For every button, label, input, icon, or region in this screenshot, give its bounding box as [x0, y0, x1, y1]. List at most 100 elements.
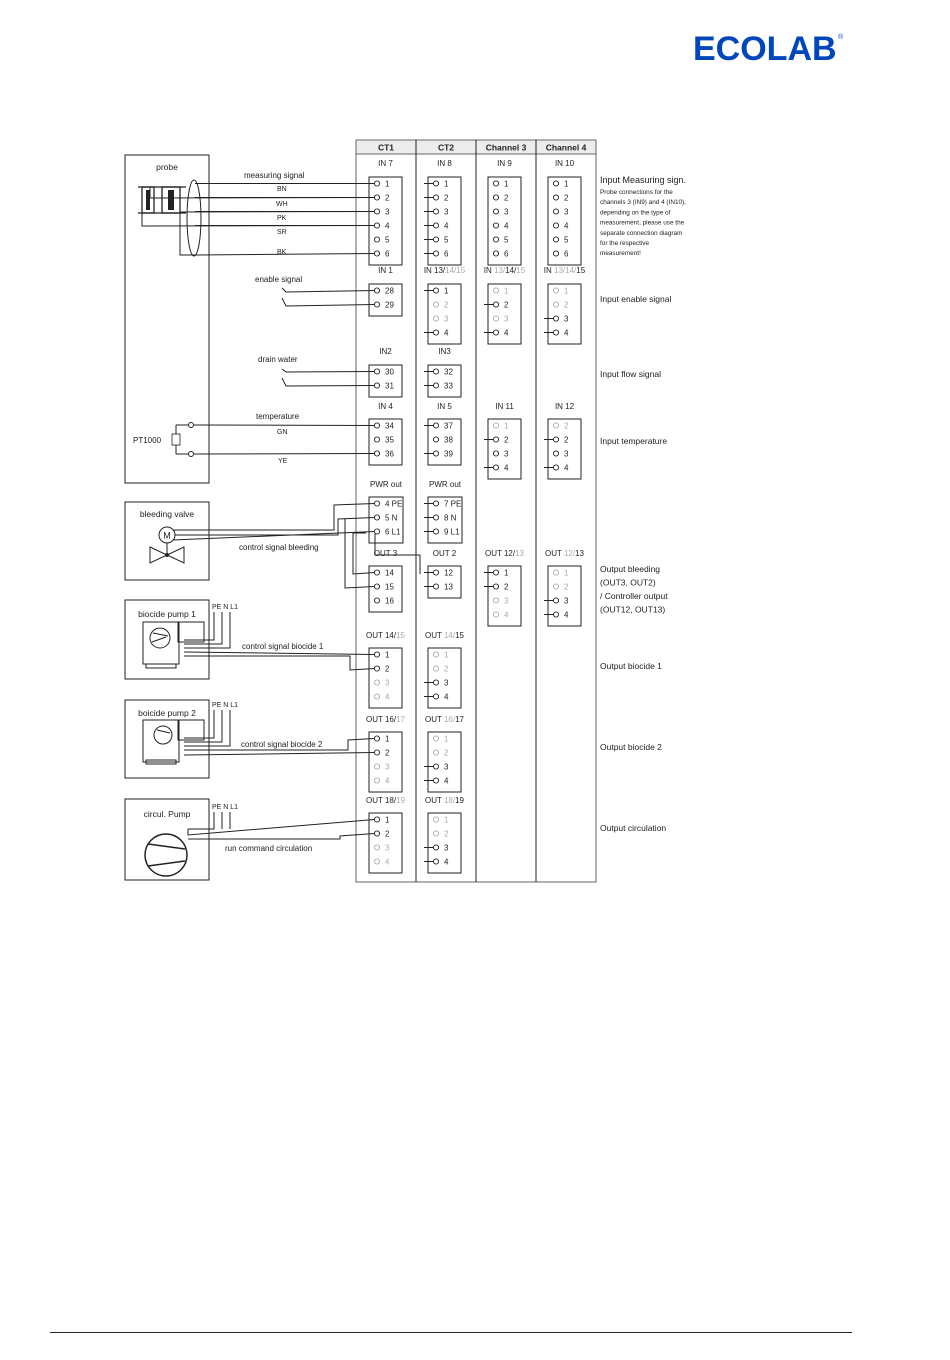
control-signal-bleeding-label: control signal bleeding: [239, 543, 319, 552]
input-measuring-note: Probe connections for the: [600, 189, 673, 196]
terminal-box: [547, 176, 582, 266]
pin-label: 4: [564, 464, 569, 473]
pin-circle: [373, 830, 381, 837]
pin-circle: [552, 422, 560, 429]
pin-label: 4: [385, 222, 390, 231]
block-title-part: PWR out: [429, 480, 462, 489]
block-title-part: 19: [455, 796, 464, 805]
pin-label: 4: [444, 693, 449, 702]
output-bleeding-label: Output bleeding: [600, 564, 660, 574]
input-measuring-note: measurement, please use the: [600, 220, 685, 227]
pin-label: 35: [385, 436, 394, 445]
column-header-2: CT2: [438, 143, 454, 153]
output-biocide-1-label: Output biocide 1: [600, 661, 662, 671]
wh-label: WH: [276, 201, 288, 208]
pin-circle: [552, 583, 560, 590]
block-title-part: 15: [576, 266, 585, 275]
pin-circle: [373, 665, 381, 672]
input-measuring-note: depending on the type of: [600, 209, 671, 216]
pin-label: 2: [564, 436, 569, 445]
pin-circle: [432, 693, 440, 700]
pe-n-l1-label: PE N L1: [212, 804, 238, 811]
pin-circle: [432, 329, 440, 336]
block-title: IN 12: [555, 402, 575, 411]
block-title-part: IN3: [438, 347, 451, 356]
pin-label: 2: [564, 583, 569, 592]
pin-label: 5: [564, 236, 569, 245]
terminal-box: [368, 812, 403, 874]
terminal-box: [427, 283, 462, 345]
pin-label: 3: [444, 844, 449, 853]
terminal-box: [427, 364, 462, 398]
pump-base: [145, 759, 177, 765]
block-title: OUT 2: [433, 549, 457, 558]
block-title: IN3: [438, 347, 451, 356]
terminal-box: [547, 565, 582, 627]
valve-icon: [149, 546, 169, 564]
output-bleeding-label: (OUT12, OUT13): [600, 605, 665, 615]
pump-icon: [142, 719, 180, 765]
pin-label: 4: [504, 611, 509, 620]
input-measuring-note: for the respective: [600, 240, 649, 247]
enable-wire: [281, 287, 375, 293]
pin-label: 2: [444, 830, 449, 839]
pin-circle: [373, 450, 381, 457]
enable-signal-label: enable signal: [255, 275, 302, 284]
pin-circle: [432, 777, 440, 784]
pin-label: 1: [444, 816, 449, 825]
pin-circle: [492, 597, 500, 604]
pump-junction-box: [177, 719, 205, 741]
pin-circle: [492, 569, 500, 576]
pump-base: [145, 663, 177, 669]
pin-label: 2: [385, 749, 390, 758]
bleeding-power-wire: [173, 503, 375, 531]
block-title-part: 14/: [444, 631, 456, 640]
block-title-part: OUT 3: [374, 549, 398, 558]
pump-head: [153, 725, 173, 745]
block-title-part: PWR out: [370, 480, 403, 489]
pin-label: 4: [564, 329, 569, 338]
pin-label: 16: [385, 597, 394, 606]
pin-label: 14: [385, 569, 394, 578]
biocide-pump-2-label: boicide pump 2: [138, 708, 196, 718]
block-title: IN 13/14/15: [484, 266, 526, 275]
circ-power-wire: [188, 812, 215, 830]
terminal-box: [427, 812, 462, 874]
pt1000-terminal: [188, 422, 194, 428]
sr-label: SR: [277, 229, 287, 236]
pin-circle: [373, 500, 381, 507]
pin-circle: [373, 250, 381, 257]
pin-circle: [373, 735, 381, 742]
pin-label: 2: [564, 422, 569, 431]
block-title-part: IN 7: [378, 159, 393, 168]
measuring-wire: [179, 211, 375, 213]
pin-label: 4: [444, 222, 449, 231]
terminal-box: [427, 731, 462, 793]
terminal-box: [427, 647, 462, 709]
run-command-circulation-label: run command circulation: [225, 844, 312, 853]
bleeding-control-wire: [352, 532, 375, 575]
pin-label: 1: [564, 180, 569, 189]
pin-label: 3: [504, 450, 509, 459]
block-title: IN 4: [378, 402, 393, 411]
input-enable-label: Input enable signal: [600, 294, 671, 304]
block-title-part: 15: [516, 266, 525, 275]
drain-wire: [281, 377, 375, 387]
control-signal-biocide-1-label: control signal biocide 1: [242, 642, 324, 651]
biocide-pump-2-frame: [124, 699, 210, 779]
block-title-part: IN 1: [378, 266, 393, 275]
block-title-part: OUT 12/: [485, 549, 516, 558]
block-title-part: 14/15: [445, 266, 466, 275]
pin-label: 6: [444, 250, 449, 259]
block-title-part: 17: [396, 715, 405, 724]
block-title-part: 13/: [494, 266, 506, 275]
pin-label: 2: [504, 194, 509, 203]
circ-pump-vane: [147, 860, 186, 867]
pin-label: 3: [504, 597, 509, 606]
probe-frame: [124, 154, 210, 484]
pin-label: 4: [564, 611, 569, 620]
